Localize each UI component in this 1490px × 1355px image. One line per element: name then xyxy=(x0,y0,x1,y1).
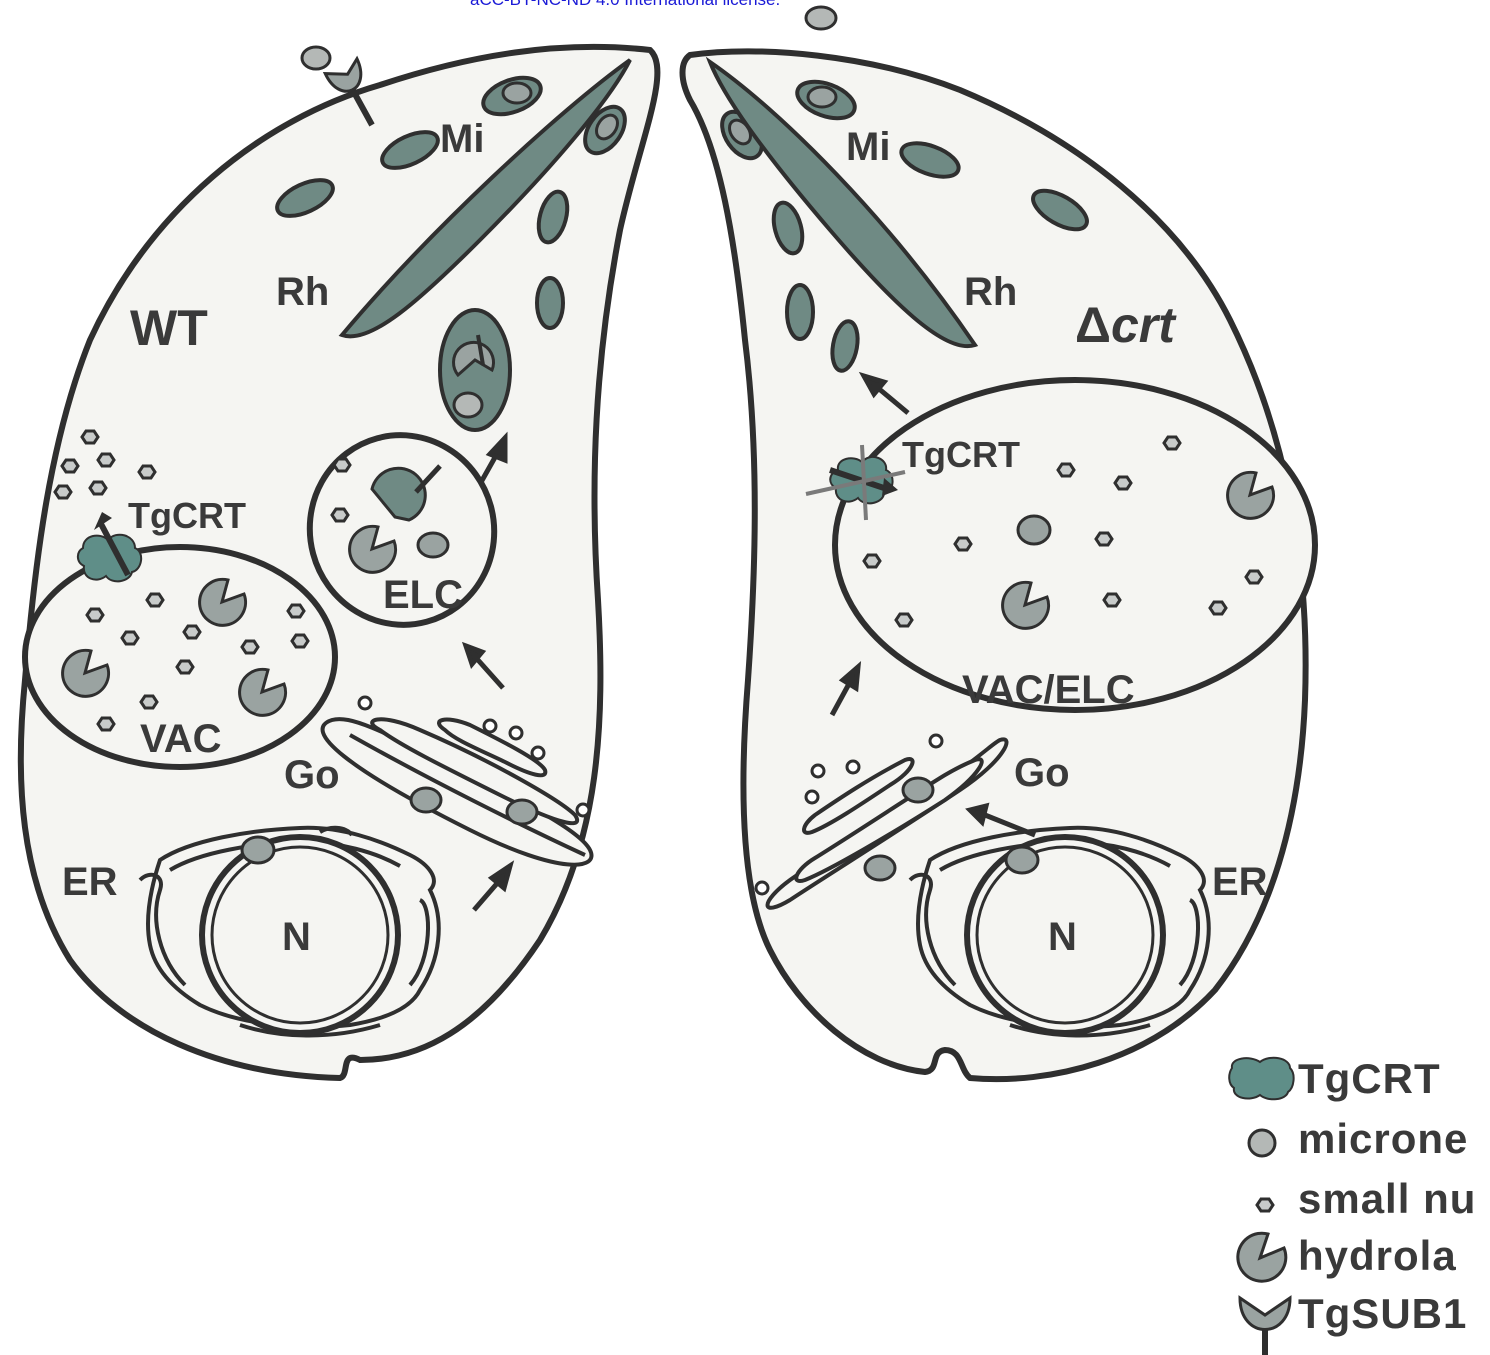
wt-label-mi: Mi xyxy=(440,117,484,161)
legend-label-small-nutrient: small nu xyxy=(1298,1175,1476,1222)
legend-label-hydrolase: hydrola xyxy=(1298,1232,1457,1279)
crt-label-n: N xyxy=(1048,915,1077,959)
legend: TgCRT microne small nu hydrola TgSUB1 xyxy=(1229,1055,1476,1355)
crt-label-er: ER xyxy=(1212,860,1268,904)
crt-strain-label: Δcrt xyxy=(1075,297,1177,353)
wt-label-er: ER xyxy=(62,860,118,904)
tgsub1-icon xyxy=(1240,1298,1290,1355)
microneme-icon xyxy=(1249,1130,1275,1156)
wt-cell: WT Mi Rh TgCRT VAC ELC Go ER N xyxy=(21,47,658,1078)
crt-label-mi: Mi xyxy=(846,125,890,169)
legend-label-microneme: microne xyxy=(1298,1115,1468,1162)
wt-label-tgcrt: TgCRT xyxy=(128,495,246,536)
crt-label-rh: Rh xyxy=(964,270,1017,314)
crt-cell: Δcrt Mi Rh TgCRT VAC/ELC Go ER N xyxy=(683,7,1316,1079)
wt-label-n: N xyxy=(282,915,311,959)
license-suffix: . xyxy=(776,0,781,9)
legend-item-tgsub1: TgSUB1 xyxy=(1240,1290,1467,1355)
crt-label-tgcrt: TgCRT xyxy=(902,434,1020,475)
legend-item-hydrolase: hydrola xyxy=(1238,1232,1457,1281)
crt-strain-symbol: Δ xyxy=(1075,297,1111,353)
wt-dense-vesicle xyxy=(440,310,510,430)
crt-label-vac-elc: VAC/ELC xyxy=(962,668,1135,712)
wt-label-rh: Rh xyxy=(276,270,329,314)
wt-strain-label: WT xyxy=(130,300,208,356)
wt-label-elc: ELC xyxy=(383,573,463,617)
wt-label-vac: VAC xyxy=(140,717,221,761)
svg-text:aCC-BY-NC-ND 4.0 International: aCC-BY-NC-ND 4.0 International license. xyxy=(470,0,780,9)
hydrolase-icon xyxy=(1238,1233,1286,1281)
tgcrt-icon xyxy=(1229,1058,1293,1100)
crt-strain-gene: crt xyxy=(1111,297,1177,353)
legend-item-tgcrt: TgCRT xyxy=(1229,1055,1440,1102)
legend-label-tgsub1: TgSUB1 xyxy=(1298,1290,1467,1337)
license-link[interactable]: CC-BY-NC-ND 4.0 International license xyxy=(479,0,775,9)
legend-item-microneme: microne xyxy=(1249,1115,1468,1162)
small-nutrient-icon xyxy=(1257,1199,1273,1211)
crt-label-go: Go xyxy=(1014,751,1070,795)
legend-label-tgcrt: TgCRT xyxy=(1298,1055,1441,1102)
crt-vac-elc xyxy=(835,380,1315,710)
wt-label-go: Go xyxy=(284,753,340,797)
legend-item-small-nutrient: small nu xyxy=(1257,1175,1476,1222)
